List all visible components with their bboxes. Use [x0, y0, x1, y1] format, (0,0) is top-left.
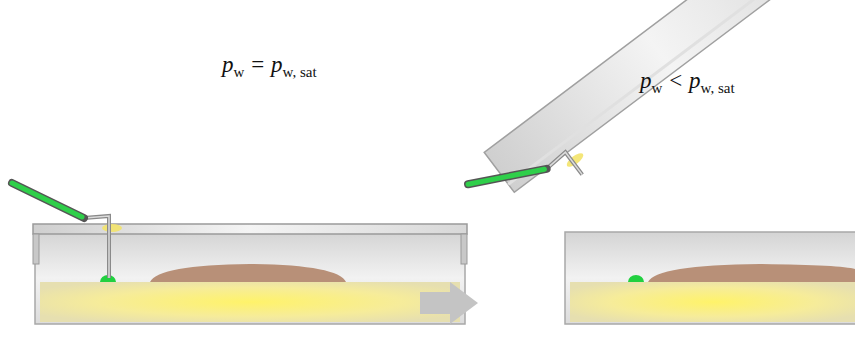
petri-dish-closed: [12, 183, 467, 324]
capillary-needle: [468, 118, 593, 233]
variable: p: [222, 52, 234, 77]
pressure-formula: pw<pw, sat: [640, 68, 735, 97]
subscript: w, sat: [701, 80, 735, 96]
operator: =: [251, 52, 264, 77]
subscript: w: [652, 80, 663, 96]
pressure-formula: pw=pw, sat: [222, 52, 317, 81]
droplet: [628, 275, 644, 282]
petri-dish-open: [565, 232, 855, 324]
variable: p: [689, 68, 701, 93]
operator: <: [669, 68, 682, 93]
tissue-sample: [150, 264, 346, 282]
subscript: w: [234, 64, 245, 80]
lid: [33, 224, 467, 234]
subscript: w, sat: [283, 64, 317, 80]
variable: p: [271, 52, 283, 77]
variable: p: [640, 68, 652, 93]
lid-lifted: [484, 0, 834, 192]
process-arrow: [420, 282, 478, 324]
capillary-needle: [12, 183, 122, 278]
tissue-sample: [648, 264, 855, 282]
